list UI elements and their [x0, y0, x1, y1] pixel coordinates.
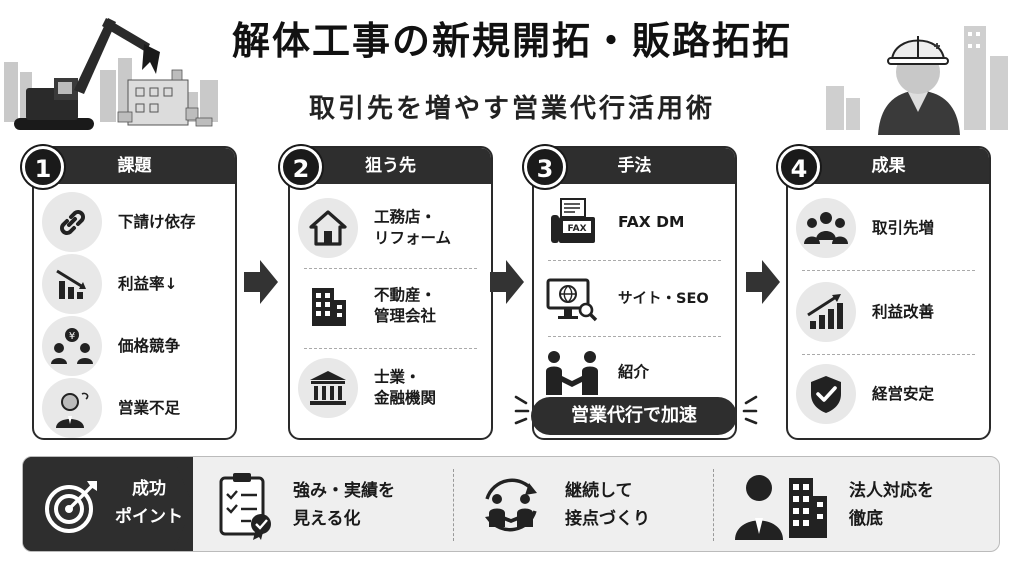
- step-1-badge: 1: [22, 146, 64, 188]
- divider: [802, 354, 975, 355]
- step-1-card: 課題 下請け依存 利益率↓ ¥ 価格競争 営業不足: [32, 146, 237, 440]
- step-4-title: 成果: [788, 148, 989, 184]
- list-item: 下請け依存: [42, 192, 227, 252]
- step-2-card: 狙う先 工務店・ リフォーム 不動産・ 管理会社 士業・ 金融機関: [288, 146, 493, 440]
- page-title: 解体工事の新規開拓・販路拓拓: [231, 19, 792, 63]
- divider: [548, 336, 721, 337]
- competing-people-yen-icon: ¥: [42, 316, 102, 376]
- fax-machine-icon: FAX: [542, 192, 602, 252]
- list-item: 経営安定: [796, 364, 981, 424]
- item-label: 価格競争: [118, 336, 181, 355]
- arrow-right-icon: [490, 260, 524, 304]
- item-label: 士業・ 金融機関: [374, 368, 437, 407]
- success-points-bar: 成功 ポイント 強み・実績を 見える化 継続して 接点づくり: [22, 456, 1000, 552]
- success-point-3: 法人対応を 徹底: [731, 457, 934, 551]
- point-label: 継続して 接点づくり: [565, 480, 650, 529]
- item-label: 利益率↓: [118, 274, 178, 293]
- success-point-1: 強み・実績を 見える化: [217, 457, 395, 551]
- list-item: FAX FAX DM: [542, 192, 727, 252]
- step-3-badge: 3: [524, 146, 566, 188]
- building-icon: [298, 276, 358, 336]
- divider: [304, 348, 477, 349]
- success-point-2: 継続して 接点づくり: [475, 457, 650, 551]
- list-item: 紹介: [542, 342, 727, 402]
- item-label: 営業不足: [118, 398, 181, 417]
- step-2-badge: 2: [280, 146, 322, 188]
- list-item: 利益率↓: [42, 254, 227, 314]
- item-label: サイト・SEO: [618, 291, 709, 308]
- divider: [802, 270, 975, 271]
- construction-worker-illustration: [826, 26, 1008, 135]
- step-3-title: 手法: [534, 148, 735, 184]
- item-label: 経営安定: [872, 384, 935, 403]
- arrow-right-icon: [746, 260, 780, 304]
- corporate-person-icon: [735, 475, 827, 540]
- point-label: 法人対応を 徹底: [849, 480, 934, 529]
- success-label: 成功 ポイント: [115, 479, 183, 528]
- item-label: 不動産・ 管理会社: [374, 286, 437, 325]
- step-2-title: 狙う先: [290, 148, 491, 184]
- group-people-icon: [796, 198, 856, 258]
- arrow-right-icon: [244, 260, 278, 304]
- list-item: 営業不足: [42, 378, 227, 438]
- list-item: 取引先増: [796, 198, 981, 258]
- divider: [453, 469, 454, 541]
- divider: [548, 260, 721, 261]
- divider: [304, 268, 477, 269]
- item-label: 下請け依存: [118, 212, 196, 231]
- step-1-title: 課題: [34, 148, 235, 184]
- item-label: 取引先増: [872, 218, 935, 237]
- point-label: 強み・実績を 見える化: [293, 480, 395, 529]
- chain-link-icon: [42, 192, 102, 252]
- emphasis-spark-icon: [742, 395, 758, 425]
- step-4-card: 成果 取引先増 利益改善 経営安定: [786, 146, 991, 440]
- item-label: 紹介: [618, 362, 650, 381]
- list-item: ¥ 価格競争: [42, 316, 227, 376]
- emphasis-spark-icon: [514, 395, 530, 425]
- list-item: 不動産・ 管理会社: [298, 276, 483, 336]
- page-subtitle: 取引先を増やす営業代行活用術: [308, 94, 715, 124]
- house-icon: [298, 198, 358, 258]
- success-tab-shape: [23, 457, 193, 551]
- step-4-badge: 4: [778, 146, 820, 188]
- item-label: FAX DM: [618, 212, 685, 231]
- website-seo-icon: [542, 270, 602, 330]
- list-item: 工務店・ リフォーム: [298, 198, 483, 258]
- declining-chart-icon: [42, 254, 102, 314]
- shield-check-icon: [796, 364, 856, 424]
- accelerate-banner: 営業代行で加速: [531, 397, 737, 435]
- target-arrow-icon: [45, 481, 97, 533]
- handshake-people-icon: [542, 342, 602, 402]
- divider: [713, 469, 714, 541]
- item-label: 工務店・ リフォーム: [374, 208, 452, 247]
- list-item: 士業・ 金融機関: [298, 358, 483, 418]
- clipboard-checklist-icon: [219, 473, 271, 540]
- svg-text:¥: ¥: [69, 331, 75, 342]
- worried-businessman-icon: [42, 378, 102, 438]
- svg-text:FAX: FAX: [567, 224, 586, 234]
- step-3-card: 手法 FAX FAX DM サイト・SEO 紹介: [532, 146, 737, 440]
- rising-chart-icon: [796, 282, 856, 342]
- excavator-demolition-illustration: [4, 18, 218, 130]
- item-label: 利益改善: [872, 302, 935, 321]
- list-item: 利益改善: [796, 282, 981, 342]
- list-item: サイト・SEO: [542, 270, 727, 330]
- cycle-handshake-icon: [485, 478, 537, 532]
- bank-icon: [298, 358, 358, 418]
